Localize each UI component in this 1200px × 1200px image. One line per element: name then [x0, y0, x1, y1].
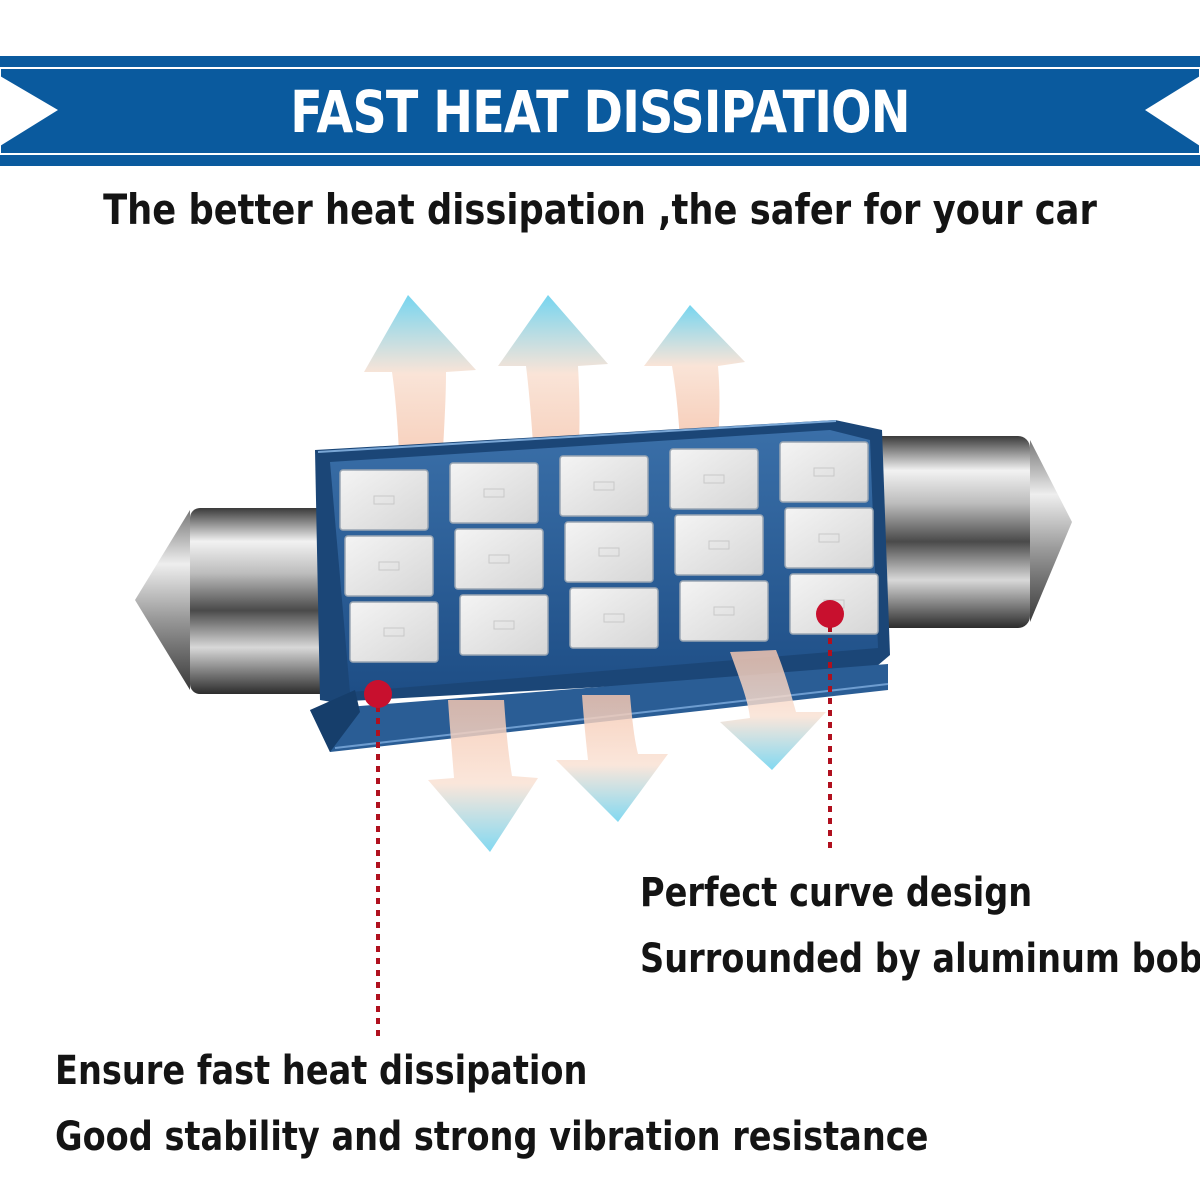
led-chip	[559, 455, 649, 517]
led-chip-emitter	[488, 554, 510, 564]
callout-left-line2: Good stability and strong vibration resi…	[55, 1114, 929, 1160]
led-chip	[454, 528, 544, 590]
led-chip-emitter	[708, 540, 730, 550]
banner-title: FAST HEAT DISSIPATION	[290, 78, 910, 146]
led-chip-emitter	[598, 547, 620, 557]
led-chip	[349, 601, 439, 663]
led-chip-emitter	[603, 613, 625, 623]
led-chip	[669, 448, 759, 510]
led-chip-emitter	[383, 627, 405, 637]
led-chip	[344, 535, 434, 597]
heat-arrow-icon	[556, 695, 668, 822]
led-chip-emitter	[373, 495, 395, 505]
callout-right-line1: Perfect curve design	[640, 870, 1033, 916]
led-chip-emitter	[813, 467, 835, 477]
heat-arrow-icon	[644, 305, 745, 440]
callout-right: Perfect curve design Surrounded by alumi…	[640, 860, 1200, 992]
right-metal-cap	[850, 436, 1072, 628]
led-chip-emitter	[593, 481, 615, 491]
led-chip-emitter	[713, 606, 735, 616]
led-chip	[569, 587, 659, 649]
marker-dot-left	[364, 680, 392, 708]
led-chip-emitter	[493, 620, 515, 630]
heat-arrows-down	[428, 650, 826, 852]
heat-arrow-icon	[428, 700, 538, 852]
led-chip	[339, 469, 429, 531]
led-chip-grid	[339, 441, 879, 663]
led-chip	[779, 441, 869, 503]
led-chip	[459, 594, 549, 656]
led-chip	[679, 580, 769, 642]
heat-arrow-icon	[498, 295, 608, 470]
heat-arrow-icon	[364, 295, 476, 470]
subtitle: The better heat dissipation ,the safer f…	[103, 185, 1097, 234]
led-chip-emitter	[378, 561, 400, 571]
heat-arrows-up	[364, 295, 745, 470]
led-chip	[674, 514, 764, 576]
title-banner	[0, 56, 1200, 166]
callout-left: Ensure fast heat dissipation Good stabil…	[55, 1038, 928, 1170]
heat-arrow-icon	[720, 650, 826, 770]
callout-right-line2: Surrounded by aluminum boby	[640, 936, 1200, 982]
callout-left-line1: Ensure fast heat dissipation	[55, 1048, 588, 1094]
left-metal-cap	[135, 508, 350, 694]
led-chip-emitter	[703, 474, 725, 484]
led-chip-emitter	[818, 533, 840, 543]
led-chip-emitter	[483, 488, 505, 498]
marker-dot-right	[816, 600, 844, 628]
led-chip	[784, 507, 874, 569]
led-chip	[449, 462, 539, 524]
callout-markers	[364, 600, 844, 1040]
led-chip	[564, 521, 654, 583]
